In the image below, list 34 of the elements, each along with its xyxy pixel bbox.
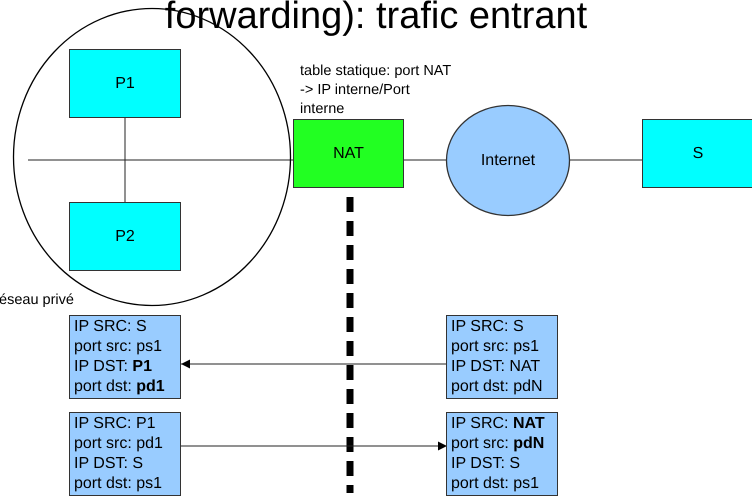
header-field-text: port src: ps1 xyxy=(74,337,162,357)
node-box xyxy=(293,119,404,188)
node-label: P2 xyxy=(115,226,135,246)
internet-cloud-ellipse xyxy=(446,105,570,216)
packet-header-box xyxy=(69,315,181,399)
header-field-text: port src: pd1 xyxy=(74,434,163,454)
header-field-text: IP DST: S xyxy=(74,454,144,474)
header-field-text: port dst: pd1 xyxy=(74,377,165,397)
node-label: S xyxy=(692,144,704,164)
packet-header-box xyxy=(69,412,181,496)
node-box xyxy=(69,49,181,118)
arrow xyxy=(180,442,448,450)
packet-header-box xyxy=(446,412,558,496)
header-field-text: IP SRC: S xyxy=(74,317,147,337)
node-box xyxy=(69,202,181,271)
header-field-text: port dst: ps1 xyxy=(74,474,162,494)
node-box xyxy=(642,119,752,188)
node-label: Internet xyxy=(480,150,536,170)
header-field-text: IP SRC: NAT xyxy=(451,414,545,434)
table-note: table statique: port NAT -> IP interne/Port interne xyxy=(300,62,452,119)
header-field-text: IP SRC: P1 xyxy=(74,414,156,434)
arrow xyxy=(180,360,446,368)
node-label: NAT xyxy=(333,144,364,164)
packet-header-box xyxy=(446,315,558,399)
header-field-text: port src: ps1 xyxy=(451,337,540,357)
header-field-text: port dst: pdN xyxy=(451,377,543,397)
header-field-text: IP SRC: S xyxy=(451,317,524,337)
header-field-text: IP DST: P1 xyxy=(74,357,152,377)
header-field-text: port dst: ps1 xyxy=(451,474,540,494)
header-field-text: IP DST: NAT xyxy=(451,357,540,377)
connection-line xyxy=(124,118,126,202)
node-label: P1 xyxy=(115,74,135,94)
header-field-text: port src: pdN xyxy=(451,434,544,454)
header-field-text: IP DST: S xyxy=(451,454,520,474)
